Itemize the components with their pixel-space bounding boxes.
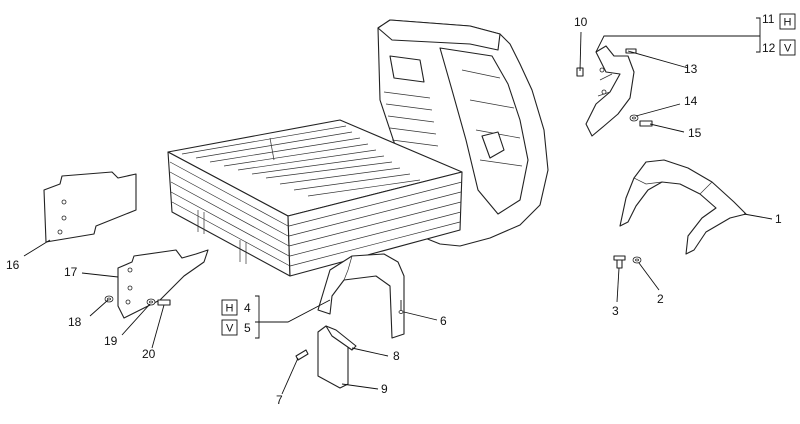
variant-code-box: [221, 299, 238, 316]
variant-group-11-12: 11 H 12 V: [762, 12, 796, 56]
callout-2: 2: [657, 292, 664, 306]
front-mudguard-shape: [576, 45, 635, 137]
variant-number: 11: [762, 12, 775, 26]
variant-number: 12: [762, 41, 776, 55]
front-fender-shape: [619, 159, 747, 255]
hardware-2-3: [613, 255, 642, 269]
hardware-13-14-15: [625, 48, 653, 127]
callout-20: 20: [142, 347, 156, 361]
variant-number: 4: [244, 301, 251, 315]
variant-code: V: [226, 323, 234, 335]
callout-15: 15: [688, 126, 702, 140]
callout-9: 9: [381, 382, 388, 396]
variant-group-4-5: H 4 V 5: [221, 299, 251, 336]
callout-10: 10: [574, 15, 588, 29]
variant-code: H: [784, 17, 792, 29]
callout-18: 18: [68, 315, 82, 329]
truck-illustration: [167, 19, 549, 277]
variant-code: V: [784, 43, 792, 55]
callout-1: 1: [775, 212, 782, 226]
callout-13: 13: [684, 62, 698, 76]
callout-7: 7: [276, 393, 283, 407]
variant-code-box: [221, 319, 238, 336]
callout-8: 8: [393, 349, 400, 363]
callout-labels: 1 2 3 6 7 8 9 10 13 14 15 16 17 18 19 20: [6, 15, 782, 407]
callout-14: 14: [684, 94, 698, 108]
callout-19: 19: [104, 334, 118, 348]
callout-3: 3: [612, 304, 619, 318]
variant-code: H: [226, 303, 234, 315]
part-16-shape: [43, 171, 137, 243]
callout-17: 17: [64, 265, 78, 279]
rear-mudguard-shape: [317, 253, 405, 339]
variant-code-box: [779, 39, 796, 56]
variant-number: 5: [244, 321, 251, 335]
leader-lines: [23, 17, 773, 395]
mud-flap-shape: [295, 325, 357, 389]
variant-code-box: [779, 13, 796, 30]
part-6-shape: [398, 300, 404, 314]
callout-16: 16: [6, 258, 20, 272]
callout-6: 6: [440, 314, 447, 328]
part-17-shape: [117, 249, 209, 319]
